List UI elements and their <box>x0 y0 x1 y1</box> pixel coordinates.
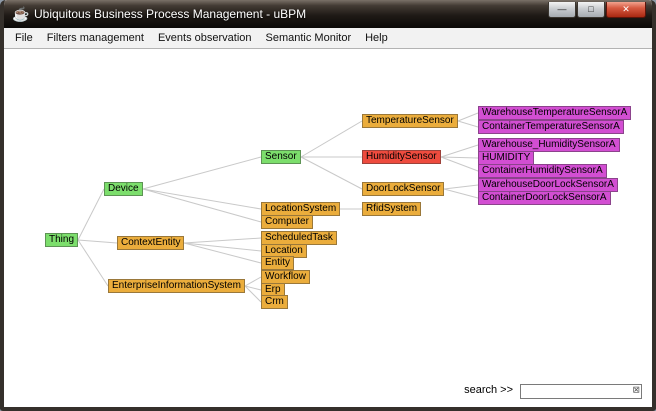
tree-node-Entity[interactable]: Entity <box>261 256 295 270</box>
tree-node-Device[interactable]: Device <box>104 182 143 196</box>
menu-file[interactable]: File <box>15 32 33 44</box>
menu-filters-management[interactable]: Filters management <box>46 32 144 44</box>
tree-node-Crm[interactable]: Crm <box>261 295 288 309</box>
minimize-button[interactable]: — <box>548 2 576 18</box>
menu-semantic-monitor[interactable]: Semantic Monitor <box>265 32 352 44</box>
tree-node-ContainerHumiditySensorA[interactable]: ContainerHumiditySensorA <box>478 164 607 178</box>
tree-node-HumiditySensor[interactable]: HumiditySensor <box>362 150 441 164</box>
tree-node-HUMIDITY[interactable]: HUMIDITY <box>478 151 535 165</box>
tree-node-ScheduledTask[interactable]: ScheduledTask <box>261 231 337 245</box>
tree-node-Sensor[interactable]: Sensor <box>261 150 301 164</box>
tree-node-Computer[interactable]: Computer <box>261 215 313 229</box>
tree-node-RfidSystem[interactable]: RfidSystem <box>362 202 422 216</box>
window-controls: — □ ✕ <box>547 2 646 18</box>
tree-node-Thing[interactable]: Thing <box>45 233 79 247</box>
tree-node-Warehouse_HumiditySensorA[interactable]: Warehouse_HumiditySensorA <box>478 138 620 152</box>
tree-node-WarehouseDoorLockSensorA[interactable]: WarehouseDoorLockSensorA <box>478 178 618 192</box>
tree-node-ContextEntity[interactable]: ContextEntity <box>117 236 185 250</box>
search-field-wrap: ⊠ <box>520 381 642 399</box>
close-button[interactable]: ✕ <box>606 2 646 18</box>
clear-search-icon[interactable]: ⊠ <box>632 384 640 395</box>
menu-bar: File Filters management Events observati… <box>4 28 652 49</box>
tree-node-Workflow[interactable]: Workflow <box>261 270 310 284</box>
menu-events-observation[interactable]: Events observation <box>157 32 252 44</box>
title-bar[interactable]: ☕ Ubiquitous Business Process Management… <box>4 0 652 28</box>
tree-node-WarehouseTemperatureSensorA[interactable]: WarehouseTemperatureSensorA <box>478 106 632 120</box>
search-input[interactable] <box>520 384 642 399</box>
tree-node-ContainerTemperatureSensorA[interactable]: ContainerTemperatureSensorA <box>478 120 624 134</box>
search-label: search >> <box>464 384 513 396</box>
window-title: Ubiquitous Business Process Management -… <box>34 7 307 21</box>
tree-node-ContainerDoorLockSensorA[interactable]: ContainerDoorLockSensorA <box>478 191 611 205</box>
search-bar: search >> ⊠ <box>464 381 642 399</box>
tree-node-DoorLockSensor[interactable]: DoorLockSensor <box>362 182 445 196</box>
maximize-button[interactable]: □ <box>577 2 605 18</box>
tree-node-TemperatureSensor[interactable]: TemperatureSensor <box>362 114 458 128</box>
tree-node-EnterpriseInformationSystem[interactable]: EnterpriseInformationSystem <box>108 279 245 293</box>
tree-node-LocationSystem[interactable]: LocationSystem <box>261 202 341 216</box>
java-app-icon: ☕ <box>12 5 30 22</box>
menu-help[interactable]: Help <box>365 32 388 44</box>
